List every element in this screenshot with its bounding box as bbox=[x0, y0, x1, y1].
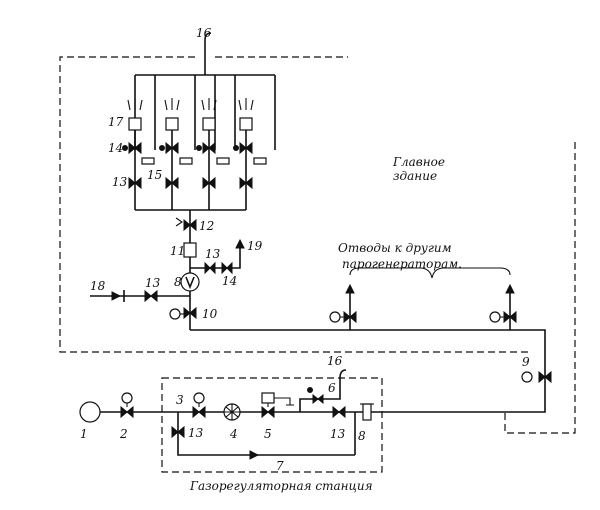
regulator-5 bbox=[261, 405, 275, 419]
num-15: 15 bbox=[147, 168, 162, 182]
purge-valve-14 bbox=[221, 261, 233, 275]
num-5: 5 bbox=[264, 427, 272, 441]
valve-13-station bbox=[332, 405, 346, 419]
station-bypass-pipe bbox=[177, 412, 355, 456]
vent-stack-top bbox=[204, 32, 212, 75]
inlet-tank-1 bbox=[79, 401, 101, 423]
regulator-5-head bbox=[261, 392, 275, 404]
num-17: 17 bbox=[108, 115, 124, 129]
valve-3 bbox=[192, 405, 206, 419]
label-main-building-2: здание bbox=[393, 169, 437, 183]
num-1: 1 bbox=[80, 427, 88, 441]
label-main-building-1: Главное bbox=[392, 155, 445, 169]
bypass-arrow bbox=[249, 450, 260, 460]
gauge-3 bbox=[193, 392, 205, 404]
num-13-purge: 13 bbox=[205, 247, 221, 261]
purge-valve-13 bbox=[204, 261, 216, 275]
valve-2 bbox=[120, 405, 134, 419]
gas-regulator-station-boundary bbox=[161, 377, 383, 473]
inlet-valve-13 bbox=[144, 289, 158, 303]
num-4: 4 bbox=[229, 427, 238, 441]
burner-column-1 bbox=[127, 98, 143, 210]
bypass-valve-13 bbox=[171, 425, 185, 439]
num-16-bottom: 16 bbox=[327, 354, 343, 368]
relief-valve-actuator bbox=[307, 387, 313, 393]
num-3: 3 bbox=[176, 393, 184, 407]
main-supply-stack bbox=[169, 217, 200, 320]
num-13-burner: 13 bbox=[112, 175, 128, 189]
gauge-2 bbox=[121, 392, 133, 404]
label-branches-2: парогенераторам. bbox=[342, 257, 462, 271]
num-12: 12 bbox=[199, 219, 214, 233]
num-13-right: 13 bbox=[330, 427, 346, 441]
burner-column-3 bbox=[201, 98, 217, 210]
label-gas-station: Газорегуляторная станция bbox=[189, 479, 373, 493]
num-18: 18 bbox=[90, 279, 106, 293]
burner-valves bbox=[122, 141, 267, 190]
main-building-boundary bbox=[59, 56, 530, 353]
num-16-top: 16 bbox=[196, 26, 212, 40]
num-10: 10 bbox=[202, 307, 218, 321]
main-horizontal-pipe bbox=[190, 329, 546, 413]
num-13-station: 13 bbox=[188, 426, 204, 440]
num-6: 6 bbox=[328, 381, 336, 395]
branch-lines bbox=[329, 267, 517, 330]
meter-8 bbox=[362, 403, 372, 421]
main-building-right-boundary bbox=[504, 142, 576, 434]
purge-arrow bbox=[235, 238, 245, 249]
num-14-burner: 14 bbox=[108, 141, 123, 155]
label-branches-1: Отводы к другим bbox=[338, 241, 452, 255]
num-2: 2 bbox=[119, 427, 128, 441]
burner-manifold-frame bbox=[134, 74, 276, 150]
num-9: 9 bbox=[522, 355, 530, 369]
num-8-station: 8 bbox=[358, 429, 366, 443]
valve-9 bbox=[538, 370, 552, 384]
burner-column-4 bbox=[238, 98, 254, 210]
num-19: 19 bbox=[247, 239, 263, 253]
num-11: 11 bbox=[170, 244, 185, 258]
num-8-meter: 8 bbox=[174, 275, 182, 289]
gauge-9 bbox=[521, 371, 533, 383]
num-13-inlet: 13 bbox=[145, 276, 161, 290]
burner-column-2 bbox=[164, 98, 180, 210]
num-14-purge: 14 bbox=[222, 274, 237, 288]
inlet-arrow bbox=[111, 291, 122, 301]
burner-header bbox=[135, 209, 246, 330]
num-7: 7 bbox=[276, 459, 284, 473]
